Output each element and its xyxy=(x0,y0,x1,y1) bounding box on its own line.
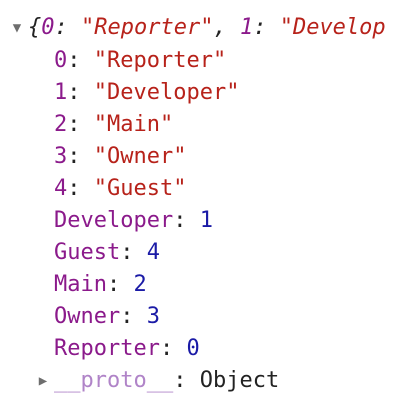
property-value: 0 xyxy=(186,336,200,361)
property-colon: : xyxy=(106,272,134,297)
caret-down-icon[interactable]: ▼ xyxy=(12,20,22,36)
property-key: 3 xyxy=(54,144,68,169)
summary-colon-0: : xyxy=(54,15,81,40)
property-value: 2 xyxy=(133,272,147,297)
summary-key-0: 0 xyxy=(41,15,55,40)
summary-comma: , xyxy=(213,15,240,40)
property-key: Reporter xyxy=(54,336,160,361)
property-value: "Reporter" xyxy=(93,48,227,73)
proto-row[interactable]: ▶ __proto__: Object xyxy=(0,365,416,397)
property-key: 4 xyxy=(54,176,68,201)
summary-colon-1: : xyxy=(253,15,280,40)
proto-value: Object xyxy=(199,368,280,393)
caret-right-icon[interactable]: ▶ xyxy=(38,373,48,389)
summary-open-brace: { xyxy=(28,15,42,40)
property-value: "Developer" xyxy=(93,80,240,105)
proto-entry[interactable]: __proto__: Object xyxy=(54,365,279,397)
proto-colon: : xyxy=(173,368,200,393)
proto-key: __proto__ xyxy=(54,368,174,393)
property-value: "Guest" xyxy=(93,176,187,201)
property-value: 1 xyxy=(199,208,213,233)
property-value: "Main" xyxy=(93,112,174,137)
property-colon: : xyxy=(159,336,187,361)
summary-value-1: "Develop xyxy=(279,15,386,40)
property-key: 0 xyxy=(54,48,68,73)
property-colon: : xyxy=(173,208,200,233)
property-colon: : xyxy=(67,80,94,105)
property-colon: : xyxy=(120,304,147,329)
property-key: 1 xyxy=(54,80,68,105)
property-colon: : xyxy=(67,144,94,169)
property-colon: : xyxy=(67,48,94,73)
property-colon: : xyxy=(67,176,94,201)
property-key: Owner xyxy=(54,304,121,329)
object-summary[interactable]: {0: "Reporter", 1: "Develop xyxy=(28,12,386,44)
summary-key-1: 1 xyxy=(239,15,254,40)
property-key: Main xyxy=(54,272,107,297)
object-summary-row[interactable]: ▼ {0: "Reporter", 1: "Develop xyxy=(0,12,416,44)
property-value: 3 xyxy=(146,304,160,329)
property-key: Developer xyxy=(54,208,174,233)
property-key: Guest xyxy=(54,240,121,265)
property-colon: : xyxy=(120,240,147,265)
property-colon: : xyxy=(67,112,94,137)
property-value: 4 xyxy=(146,240,160,265)
summary-value-0: "Reporter" xyxy=(81,15,214,40)
property-value: "Owner" xyxy=(93,144,187,169)
property-key: 2 xyxy=(54,112,68,137)
